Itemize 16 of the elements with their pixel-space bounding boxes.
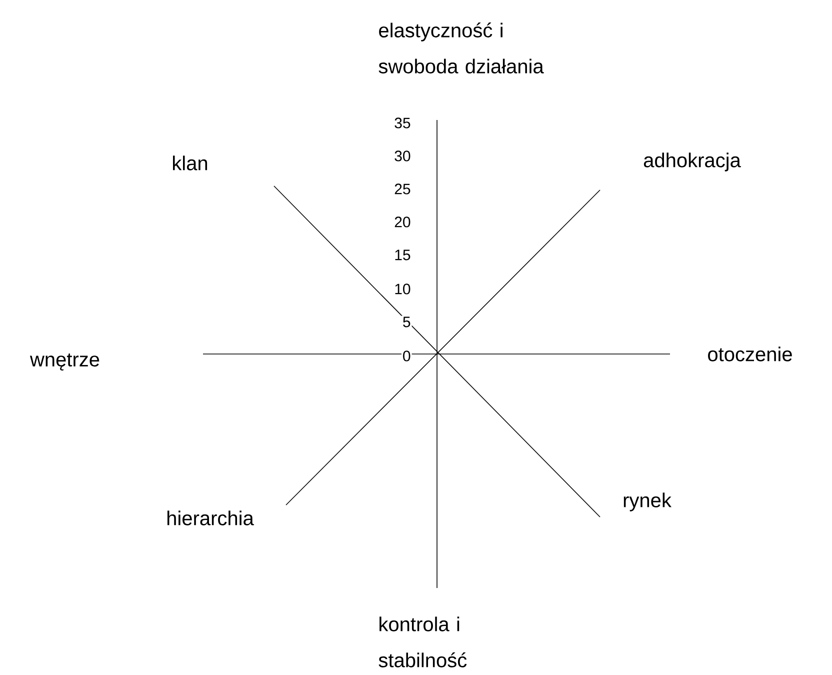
tick-label: 10 [393, 282, 412, 296]
tick-label: 25 [393, 182, 412, 196]
axis-label: otoczenie [708, 346, 792, 362]
tick-label: 15 [393, 248, 412, 262]
tick-label: 35 [393, 116, 412, 130]
axis-label: wnętrze [30, 353, 100, 371]
axis-label: klan [173, 156, 208, 170]
axis-label: hierarchia [167, 510, 254, 526]
axis-label: adhokracja [644, 152, 741, 172]
tick-label: 0 [401, 350, 412, 362]
tick-label: 20 [393, 216, 412, 228]
axis-label: elastyczność i swoboda działania [378, 22, 544, 74]
tick-label: 30 [393, 150, 412, 162]
axis-label: kontrola i stabilność [378, 616, 467, 668]
axis-label: rynek [624, 492, 672, 512]
tick-label: 5 [401, 316, 412, 328]
